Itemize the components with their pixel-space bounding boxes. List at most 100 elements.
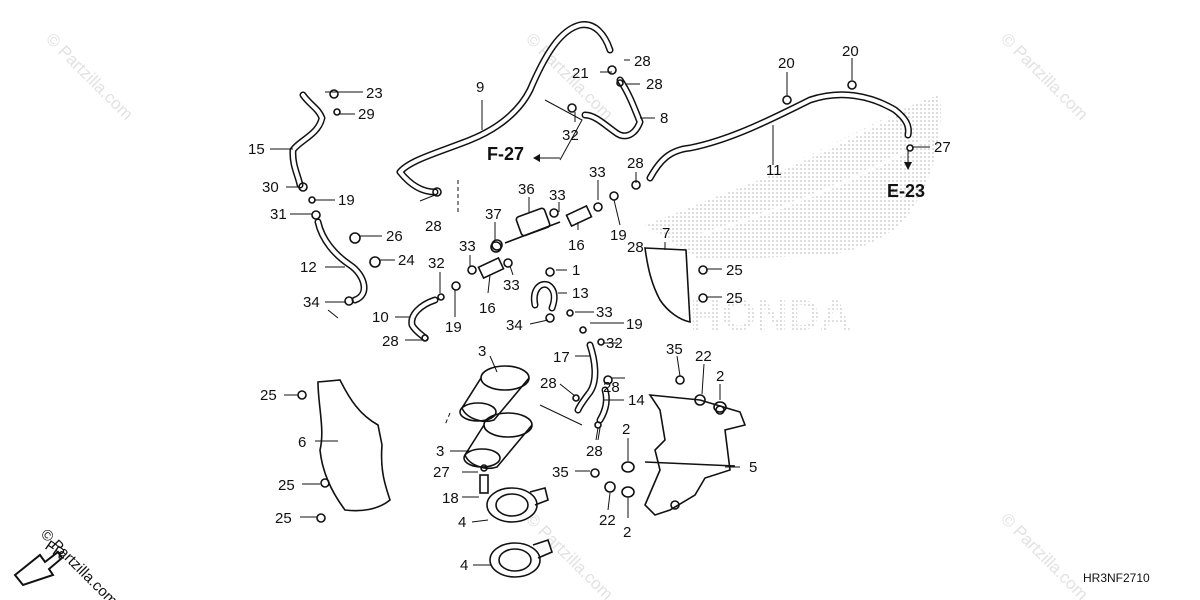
callout-label: 28	[634, 53, 651, 70]
hose-11	[646, 91, 912, 182]
callout-label: 16	[479, 300, 496, 317]
callout-label: 28	[382, 333, 399, 350]
callout-label: 12	[300, 259, 317, 276]
callout-label: 7	[662, 225, 670, 242]
watermark: © Partzilla.com	[997, 29, 1091, 123]
callout-label: 28	[627, 155, 644, 172]
callout-label: 32	[606, 335, 623, 352]
callout-label: 19	[626, 316, 643, 333]
callout-label: 4	[458, 514, 466, 531]
cover-6	[317, 379, 391, 512]
watermark: © Partzilla.com	[997, 509, 1091, 600]
callout-label: 9	[476, 79, 484, 96]
callout-label: 36	[518, 181, 535, 198]
arrows	[13, 150, 912, 587]
callout-label: 30	[262, 179, 279, 196]
front-arrow-icon	[13, 550, 64, 587]
callout-label: 37	[485, 206, 502, 223]
callout-label: 2	[622, 421, 630, 438]
callout-label: 2	[716, 368, 724, 385]
callout-label: 32	[562, 127, 579, 144]
callout-label: 20	[778, 55, 795, 72]
callout-label: 25	[275, 510, 292, 527]
honda-logo-text: HONDA	[690, 291, 851, 340]
callout-label: 22	[599, 512, 616, 529]
callout-label: 14	[628, 392, 645, 409]
band-4-upper	[486, 487, 549, 523]
pipe-16-lower	[477, 256, 505, 280]
bracket-5	[644, 394, 747, 516]
hose-17	[574, 341, 599, 414]
callout-label: 27	[433, 464, 450, 481]
valve-36	[491, 207, 561, 251]
callout-label: 19	[610, 227, 627, 244]
callout-label: 2	[623, 524, 631, 541]
callout-label: 17	[553, 349, 570, 366]
callout-label: 33	[459, 238, 476, 255]
callout-label: 11	[766, 162, 782, 179]
callout-label: 10	[372, 309, 389, 326]
callouts: 23 29 15 30 19 31 26 12 24 34 9 28 21 28…	[248, 43, 951, 574]
callout-label: 15	[248, 141, 265, 158]
callout-label: 34	[506, 317, 523, 334]
callout-label: 33	[596, 304, 613, 321]
hose-9	[396, 21, 614, 196]
callout-label: 33	[589, 164, 606, 181]
callout-label: 21	[572, 65, 589, 82]
callout-label: 25	[260, 387, 277, 404]
callout-label: 31	[270, 206, 287, 223]
callout-label: 28	[646, 76, 663, 93]
callout-label: 35	[552, 464, 569, 481]
band-4-lower	[489, 538, 553, 578]
callout-label: 28	[540, 375, 557, 392]
canister-3-upper	[459, 365, 530, 423]
callout-label: 13	[572, 285, 589, 302]
callout-label: 18	[442, 490, 459, 507]
leader-lines	[270, 58, 930, 566]
callout-label: 22	[695, 348, 712, 365]
callout-label: 28	[603, 379, 620, 396]
callout-label: 28	[425, 218, 442, 235]
callout-label: 24	[398, 252, 415, 269]
callout-label: 28	[627, 239, 644, 256]
callout-label: 27	[934, 139, 951, 156]
ref-f27-label: F-27	[487, 144, 524, 164]
hose-14	[596, 386, 610, 424]
callout-label: 6	[298, 434, 306, 451]
small-fittings	[297, 65, 914, 523]
grommets-2	[621, 401, 727, 498]
callout-label: 19	[445, 319, 462, 336]
callout-label: 23	[366, 85, 383, 102]
callout-label: 16	[568, 237, 585, 254]
pipe-16-upper	[565, 204, 593, 228]
hose-10	[408, 296, 439, 342]
callout-label: 25	[278, 477, 295, 494]
callout-label: 35	[666, 341, 683, 358]
watermark: © Partzilla.com	[42, 29, 136, 123]
callout-label: 34	[303, 294, 320, 311]
canister-3-lower	[463, 412, 533, 470]
callout-label: 33	[503, 277, 520, 294]
callout-label: 5	[749, 459, 757, 476]
callout-label: 32	[428, 255, 445, 272]
arrow-e23-icon	[904, 162, 912, 170]
callout-label: 25	[726, 262, 743, 279]
callout-label: 19	[338, 192, 355, 209]
callout-label: 4	[460, 557, 468, 574]
callout-label: 20	[842, 43, 859, 60]
callout-label: 3	[436, 443, 444, 460]
hose-12	[314, 218, 368, 304]
plate-7	[644, 247, 691, 323]
callout-label: 1	[572, 262, 580, 279]
arrow-f27-icon	[533, 154, 540, 162]
diagram-code: HR3NF2710	[1083, 571, 1150, 585]
callout-label: 8	[660, 110, 668, 127]
hose-8	[581, 76, 644, 140]
callout-label: 33	[549, 187, 566, 204]
callout-label: 25	[726, 290, 743, 307]
callout-label: 29	[358, 106, 375, 123]
hose-15	[289, 91, 326, 189]
honda-wing-logo: HONDA	[645, 95, 941, 340]
